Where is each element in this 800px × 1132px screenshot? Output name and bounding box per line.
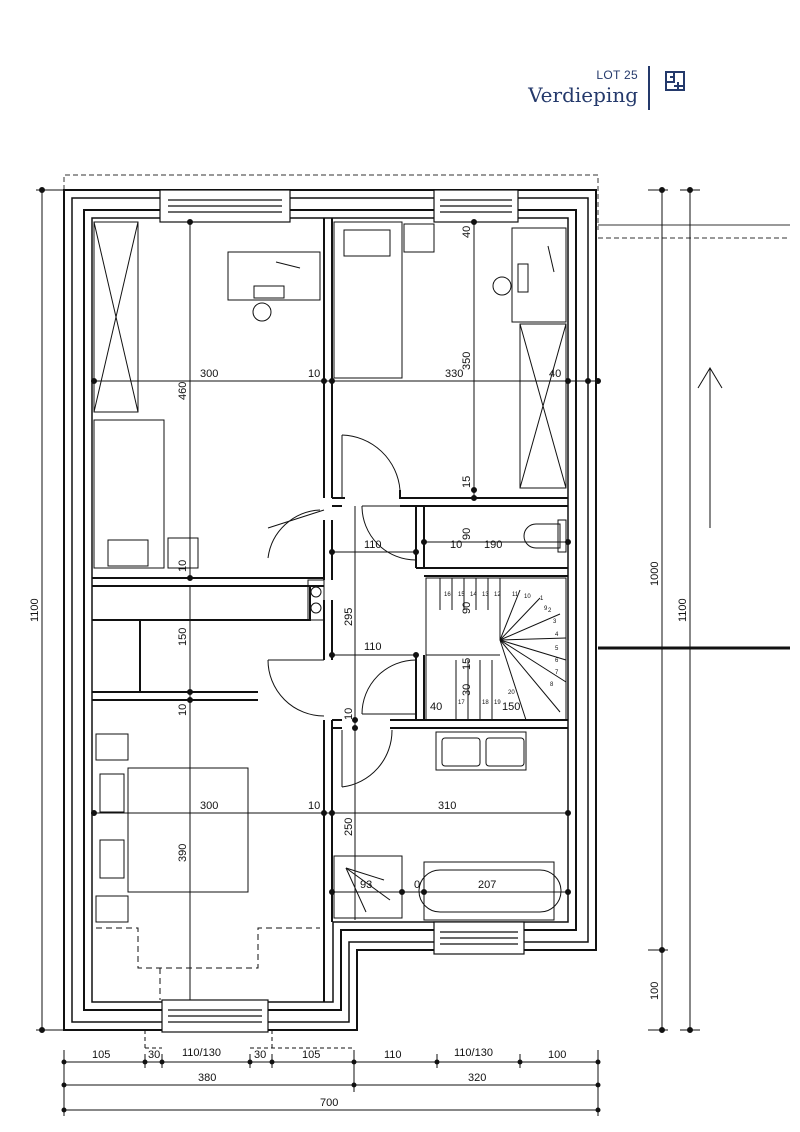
doors — [267, 434, 417, 788]
lot-number: LOT 25 — [596, 68, 638, 82]
dim-bed2-width: 330 — [445, 368, 463, 380]
dim-stair-30: 30 — [461, 684, 473, 696]
dim-bed1-width: 300 — [200, 368, 218, 380]
dim-bottom: 110 — [384, 1049, 402, 1061]
dim-bed3-gap: 10 — [308, 800, 320, 812]
dim-stair-15: 15 — [461, 658, 473, 670]
bottom-dimension-labels: 105 30 110/130 30 105 110 110/130 100 38… — [92, 1047, 566, 1109]
stair-step: 15 — [458, 592, 465, 598]
dim-mid-10: 10 — [177, 704, 189, 716]
dim-right-1000: 1000 — [649, 562, 661, 586]
staircase — [425, 577, 567, 721]
dim-shower: 93 — [360, 879, 372, 891]
dim-left-total: 1100 — [29, 598, 41, 622]
stair-step: 2 — [548, 608, 552, 614]
stair-step: 6 — [555, 658, 559, 664]
dim-hall-gap: 15 — [461, 476, 473, 488]
stair-step: 19 — [494, 700, 501, 706]
furniture — [93, 221, 567, 1000]
outer-dimensions — [36, 187, 790, 1033]
stair-step: 8 — [550, 682, 554, 688]
floorplan-icon — [665, 71, 685, 91]
stair-step: 9 — [544, 606, 548, 612]
windows — [159, 189, 525, 1033]
interior-walls — [92, 218, 568, 1002]
roof-outline — [63, 174, 790, 239]
dim-landing-depth: 295 — [343, 608, 355, 626]
plan-header: LOT 25 Verdieping — [528, 66, 740, 112]
stair-step: 13 — [482, 592, 489, 598]
dim-stair-40: 40 — [430, 701, 442, 713]
dim-bed3-width: 300 — [200, 800, 218, 812]
stair-step: 12 — [494, 592, 501, 598]
dim-bed2-depth: 350 — [461, 352, 473, 370]
dim-bottom: 110/130 — [454, 1047, 493, 1059]
dim-bottom: 30 — [254, 1049, 266, 1061]
exterior-walls — [63, 189, 597, 1031]
dim-bed2-right: 40 — [549, 368, 561, 380]
dim-lower-landing: 110 — [364, 641, 382, 653]
dim-bath-width: 310 — [438, 800, 456, 812]
stair-step: 7 — [555, 670, 559, 676]
outer-dimension-labels: 1100 1000 100 1100 — [29, 562, 689, 1000]
dim-bed3-depth: 390 — [177, 844, 189, 862]
dim-bed1-gap: 10 — [308, 368, 320, 380]
stair-step: 5 — [555, 646, 559, 652]
dim-wc-10: 10 — [450, 539, 462, 551]
dim-bottom-380: 380 — [198, 1072, 216, 1084]
floor-title: Verdieping — [528, 83, 638, 107]
dim-bottom: 105 — [302, 1049, 320, 1061]
dim-bed2-top: 40 — [461, 226, 473, 238]
stair-step: 18 — [482, 700, 489, 706]
stair-step: 1 — [540, 596, 544, 602]
dim-bottom: 100 — [548, 1049, 566, 1061]
stair-step: 10 — [524, 594, 531, 600]
stair-step: 11 — [512, 592, 519, 598]
stair-step: 4 — [555, 632, 559, 638]
dim-landing-width: 110 — [364, 539, 382, 551]
dim-bottom-total: 700 — [320, 1097, 338, 1109]
room-dimensions: 300 10 460 330 40 350 40 15 110 295 10 9… — [177, 226, 561, 891]
stair-step-numbers: 1 2 3 4 5 6 7 8 9 10 11 12 13 14 15 16 1… — [444, 592, 559, 706]
dim-hall-10: 10 — [343, 708, 355, 720]
dim-right-100: 100 — [649, 982, 661, 1000]
stair-step: 14 — [470, 592, 477, 598]
dim-bath-depth: 250 — [343, 818, 355, 836]
dim-stair-150: 150 — [502, 701, 520, 713]
dim-storage-10: 10 — [177, 560, 189, 572]
dim-stair-90: 90 — [461, 602, 473, 614]
stair-step: 20 — [508, 690, 515, 696]
dim-wc-90: 90 — [461, 528, 473, 540]
dim-bottom: 30 — [148, 1049, 160, 1061]
dim-bottom: 110/130 — [182, 1047, 221, 1059]
dim-storage-150: 150 — [177, 628, 189, 646]
dim-tub: 207 — [478, 879, 496, 891]
dim-right-total: 1100 — [677, 598, 689, 622]
dim-bed1-depth: 460 — [177, 382, 189, 400]
header-divider — [648, 66, 650, 110]
dim-bath-0: 0 — [414, 879, 420, 891]
stair-step: 3 — [553, 619, 557, 625]
dim-bottom-320: 320 — [468, 1072, 486, 1084]
dim-wc-190: 190 — [484, 539, 502, 551]
dimension-lines — [91, 219, 601, 1000]
stair-step: 16 — [444, 592, 451, 598]
stair-step: 17 — [458, 700, 465, 706]
bottom-dimensions — [61, 1030, 601, 1116]
dim-bottom: 105 — [92, 1049, 110, 1061]
